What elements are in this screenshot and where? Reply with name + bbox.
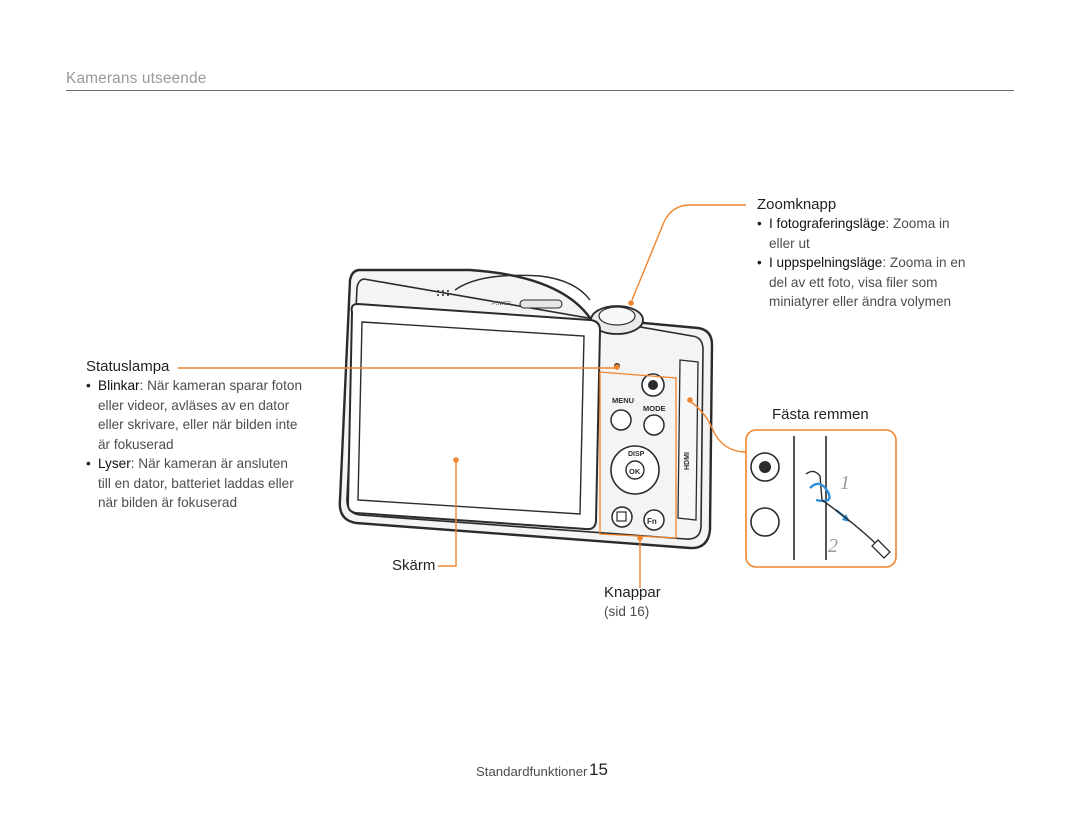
footer-chapter: Standardfunktioner [476,764,588,779]
leader-lines [178,204,747,588]
menu-button-label: MENU [612,396,634,405]
screen-label: Skärm [392,557,436,574]
buttons-label: Knappar [604,584,661,601]
bullet-text: : När kameran är ansluten till en dator,… [98,456,294,510]
fn-button-label: Fn [647,517,657,526]
camera-power-label: POWER [492,301,511,307]
zoom-bullet: •I uppspelningsläge: Zooma in en del av … [757,255,966,309]
header-rule [66,90,1014,91]
bullet-text: : Zooma in en del av ett foto, visa file… [769,255,966,309]
page-number: 15 [589,760,608,779]
bullet-term: Lyser [98,456,131,471]
zoom-bullet: •I fotograferingsläge: Zooma in eller ut [757,216,950,251]
strap-step-2: 2 [828,535,838,557]
bullet-term: I uppspelningsläge [769,255,883,270]
ok-button-label: OK [629,467,641,476]
buttons-page-ref: (sid 16) [604,604,650,619]
strap-title: Fästa remmen [772,406,869,423]
disp-button-label: DISP [628,451,645,458]
status-lamp-description: •Blinkar: När kameran sparar foton eller… [86,376,304,513]
section-title: Kamerans utseende [66,70,207,87]
hdmi-label: HDMI [684,452,691,470]
strap-inset: 1 2 [745,429,897,568]
bullet-term: I fotograferingsläge [769,216,886,231]
status-lamp-bullet: •Blinkar: När kameran sparar foton eller… [86,378,303,452]
bullet-term: Blinkar [98,378,140,393]
mode-button-label: MODE [643,404,666,413]
camera-body: POWER MENU MODE DISP OK [338,268,714,550]
bullet-text: : Zooma in eller ut [769,216,950,251]
zoom-button-description: •I fotograferingsläge: Zooma in eller ut… [757,214,979,312]
bullet-text: : När kameran sparar foton eller videor,… [98,378,303,452]
camera-buttons: MENU MODE DISP OK Fn [610,373,666,531]
strap-step-1: 1 [840,472,850,494]
status-lamp-bullet: •Lyser: När kameran är ansluten till en … [86,456,294,510]
status-lamp-title: Statuslampa [86,358,170,375]
zoom-button-title: Zoomknapp [757,196,837,213]
